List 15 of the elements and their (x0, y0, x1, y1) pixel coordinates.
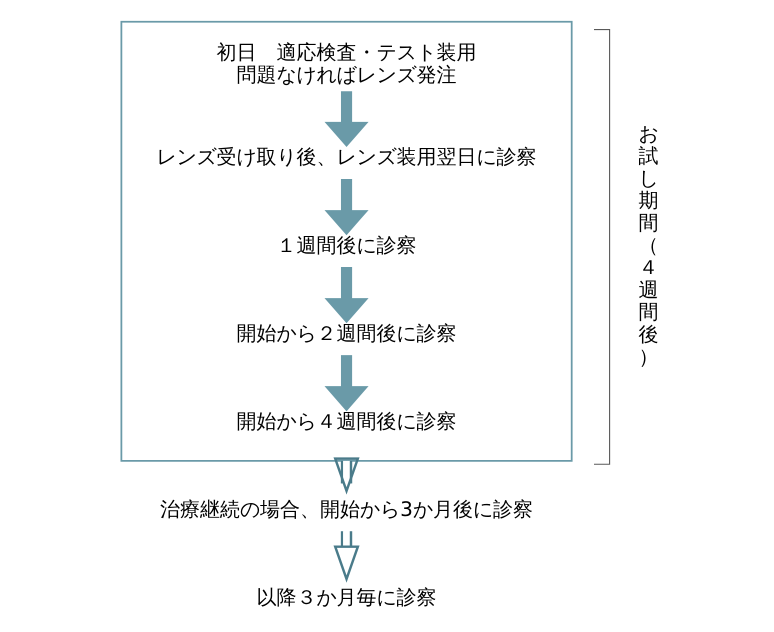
node-text: １週間後に診察 (276, 232, 416, 257)
node-text: 以降３か月毎に診察 (256, 585, 436, 610)
arrow (324, 267, 368, 324)
arrow (333, 531, 360, 583)
arrow (324, 91, 368, 148)
cluster (120, 20, 572, 462)
node-text: 治療継続の場合、開始から3か月後に診察 (160, 496, 532, 521)
node-text: 開始から４週間後に診察 (236, 408, 456, 433)
arrow (324, 355, 368, 412)
node-text: 初日 適応検査・テスト装用 問題なければレンズ発注 (216, 40, 476, 86)
node-text: 開始から２週間後に診察 (236, 320, 456, 345)
node-label: お試し期間（４週間後） (638, 121, 658, 368)
arrow (333, 457, 360, 495)
arrow (324, 179, 368, 236)
node-text: レンズ受け取り後、レンズ装用翌日に診察 (156, 144, 536, 169)
